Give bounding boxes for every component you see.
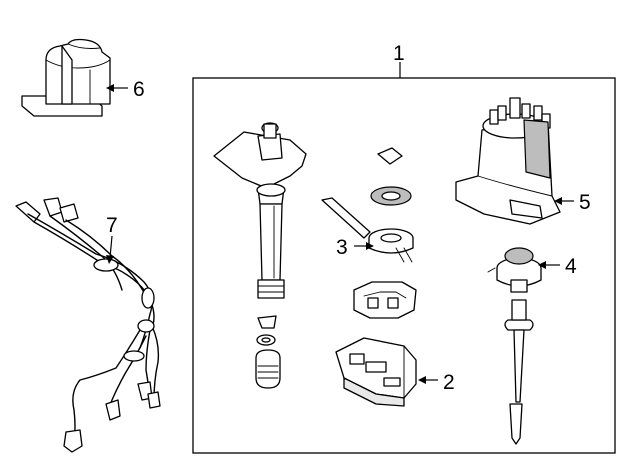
callout-5: 5 (579, 191, 591, 214)
callout-7: 7 (106, 214, 118, 237)
pickup-coil[interactable] (321, 147, 417, 319)
ignition-coil[interactable] (21, 38, 111, 117)
rotor[interactable] (487, 247, 542, 445)
callout-1: 1 (393, 42, 405, 65)
spark-plug-wire-set[interactable] (15, 197, 161, 453)
callout-4: 4 (565, 255, 577, 278)
callout-2: 2 (443, 371, 455, 394)
callout-3: 3 (336, 236, 348, 259)
assembly-frame (192, 62, 616, 454)
distributor-housing[interactable] (213, 122, 307, 389)
callout-leaders (106, 84, 574, 384)
callout-6: 6 (133, 78, 145, 101)
distributor-cap[interactable] (455, 97, 561, 225)
ignition-module[interactable] (335, 337, 417, 407)
